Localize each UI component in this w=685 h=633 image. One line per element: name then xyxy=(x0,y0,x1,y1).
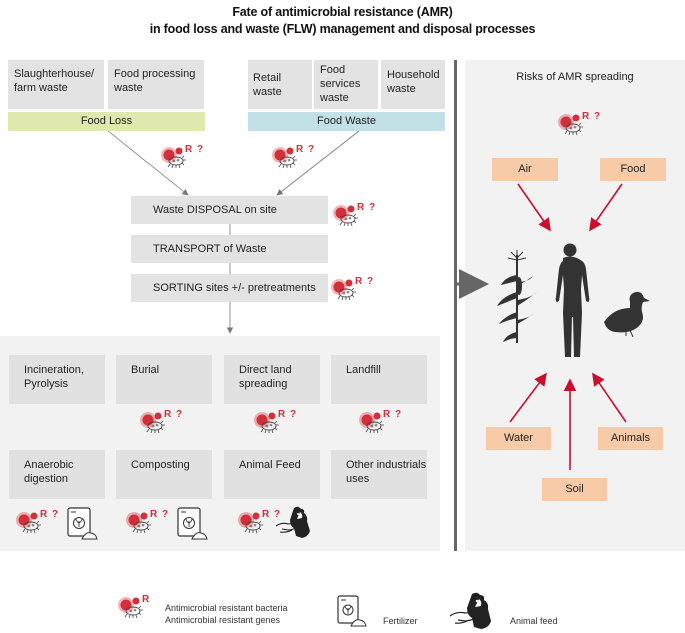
title-line-2: in food loss and waste (FLW) management … xyxy=(149,22,536,36)
uncertainty-mark: ? xyxy=(369,202,376,213)
method-anaerobic-digestion: Anaerobic digestion xyxy=(9,450,105,499)
resistance-letter: R xyxy=(40,509,48,520)
uncertainty-mark: ? xyxy=(594,111,601,122)
bacteria-icon xyxy=(126,512,151,534)
bacteria-icon xyxy=(16,512,41,534)
step-disposal-label: Waste DISPOSAL on site xyxy=(153,204,277,216)
amr-risk-icon: R? xyxy=(161,144,209,171)
arrow-animals xyxy=(592,372,627,423)
food-waste-bar: Food Waste xyxy=(248,112,445,131)
step-sorting: SORTING sites +/- pretreatments xyxy=(131,274,328,302)
arrow-waste-to-disposal xyxy=(276,130,360,196)
amr-risk-icon: R? xyxy=(331,276,379,303)
title-line-1: Fate of antimicrobial resistance (AMR) xyxy=(232,5,453,19)
section-divider xyxy=(454,60,457,551)
legend-amr-icon: R xyxy=(118,594,166,621)
source-household: Household waste xyxy=(381,60,445,109)
method-other-industrial: Other industrials uses xyxy=(331,450,427,499)
bacteria-icon xyxy=(254,412,279,434)
pathway-soil: Soil xyxy=(542,478,607,501)
uncertainty-mark: ? xyxy=(290,409,297,420)
resistance-letter: R xyxy=(278,409,286,420)
resistance-letter: R xyxy=(296,144,304,155)
amr-risk-icon: R? xyxy=(359,409,407,436)
resistance-letter: R xyxy=(142,594,150,605)
source-food-processing: Food processing waste xyxy=(108,60,204,109)
resistance-letter: R xyxy=(582,111,590,122)
arrow-water xyxy=(509,372,547,423)
step-disposal: Waste DISPOSAL on site xyxy=(131,196,328,224)
amr-risk-icon: R? xyxy=(272,144,320,171)
method-burial: Burial xyxy=(116,355,212,404)
resistance-letter: R xyxy=(355,276,363,287)
diagram-title: Fate of antimicrobial resistance (AMR) i… xyxy=(0,4,685,38)
method-composting: Composting xyxy=(116,450,212,499)
step-transport-label: TRANSPORT of Waste xyxy=(153,243,267,255)
plant-icon xyxy=(497,250,537,343)
uncertainty-mark: ? xyxy=(52,509,59,520)
uncertainty-mark: ? xyxy=(197,144,204,155)
bacteria-icon xyxy=(272,147,297,169)
human-icon xyxy=(555,243,590,357)
amr-risk-icon: R? xyxy=(254,409,302,436)
resistance-letter: R xyxy=(185,144,193,155)
legend-amr-bacteria: Antimicrobial resistant bacteria xyxy=(165,603,288,613)
step-sorting-label: SORTING sites +/- pretreatments xyxy=(153,282,316,294)
step-transport: TRANSPORT of Waste xyxy=(131,235,328,263)
legend-amr: Antimicrobial resistant bacteria Antimic… xyxy=(165,602,288,626)
legend-amr-genes: Antimicrobial resistant genes xyxy=(165,615,281,625)
amr-risk-icon: R? xyxy=(16,509,64,536)
bacteria-icon xyxy=(359,412,384,434)
bacteria-icon xyxy=(238,512,263,534)
pathway-animals: Animals xyxy=(598,427,663,450)
pathway-food: Food xyxy=(600,158,666,181)
risks-title: Risks of AMR spreading xyxy=(516,71,634,83)
resistance-letter: R xyxy=(383,409,391,420)
method-landfill: Landfill xyxy=(331,355,427,404)
source-retail: Retail waste xyxy=(248,60,312,109)
bacteria-icon xyxy=(140,412,165,434)
duck-icon xyxy=(604,291,650,338)
uncertainty-mark: ? xyxy=(162,509,169,520)
pathway-air: Air xyxy=(492,158,558,181)
amr-risk-icon: R? xyxy=(558,111,606,138)
method-land-spreading: Direct land spreading xyxy=(224,355,320,404)
bacteria-icon xyxy=(558,114,583,136)
amr-risk-icon: R? xyxy=(238,509,286,536)
amr-risk-icon: R? xyxy=(333,202,381,229)
bacteria-icon xyxy=(118,597,143,619)
legend-fertilizer: Fertilizer xyxy=(383,616,418,626)
uncertainty-mark: ? xyxy=(395,409,402,420)
method-incineration: Incineration, Pyrolysis xyxy=(9,355,105,404)
source-food-services: Food services waste xyxy=(314,60,378,109)
arrow-loss-to-disposal xyxy=(107,130,189,196)
bacteria-icon xyxy=(161,147,186,169)
food-loss-bar: Food Loss xyxy=(8,112,205,131)
amr-risk-icon: R? xyxy=(140,409,188,436)
uncertainty-mark: ? xyxy=(367,276,374,287)
method-animal-feed: Animal Feed xyxy=(224,450,320,499)
resistance-letter: R xyxy=(164,409,172,420)
resistance-letter: R xyxy=(262,509,270,520)
bacteria-icon xyxy=(331,279,356,301)
source-slaughterhouse: Slaughterhouse/ farm waste xyxy=(8,60,104,109)
uncertainty-mark: ? xyxy=(308,144,315,155)
resistance-letter: R xyxy=(150,509,158,520)
resistance-letter: R xyxy=(357,202,365,213)
pathway-water: Water xyxy=(486,427,551,450)
arrow-air xyxy=(517,183,551,232)
amr-risk-icon: R? xyxy=(126,509,174,536)
uncertainty-mark: ? xyxy=(274,509,281,520)
uncertainty-mark: ? xyxy=(176,409,183,420)
bacteria-icon xyxy=(333,205,358,227)
arrow-food xyxy=(589,183,623,232)
legend-animal-feed: Animal feed xyxy=(510,616,558,626)
